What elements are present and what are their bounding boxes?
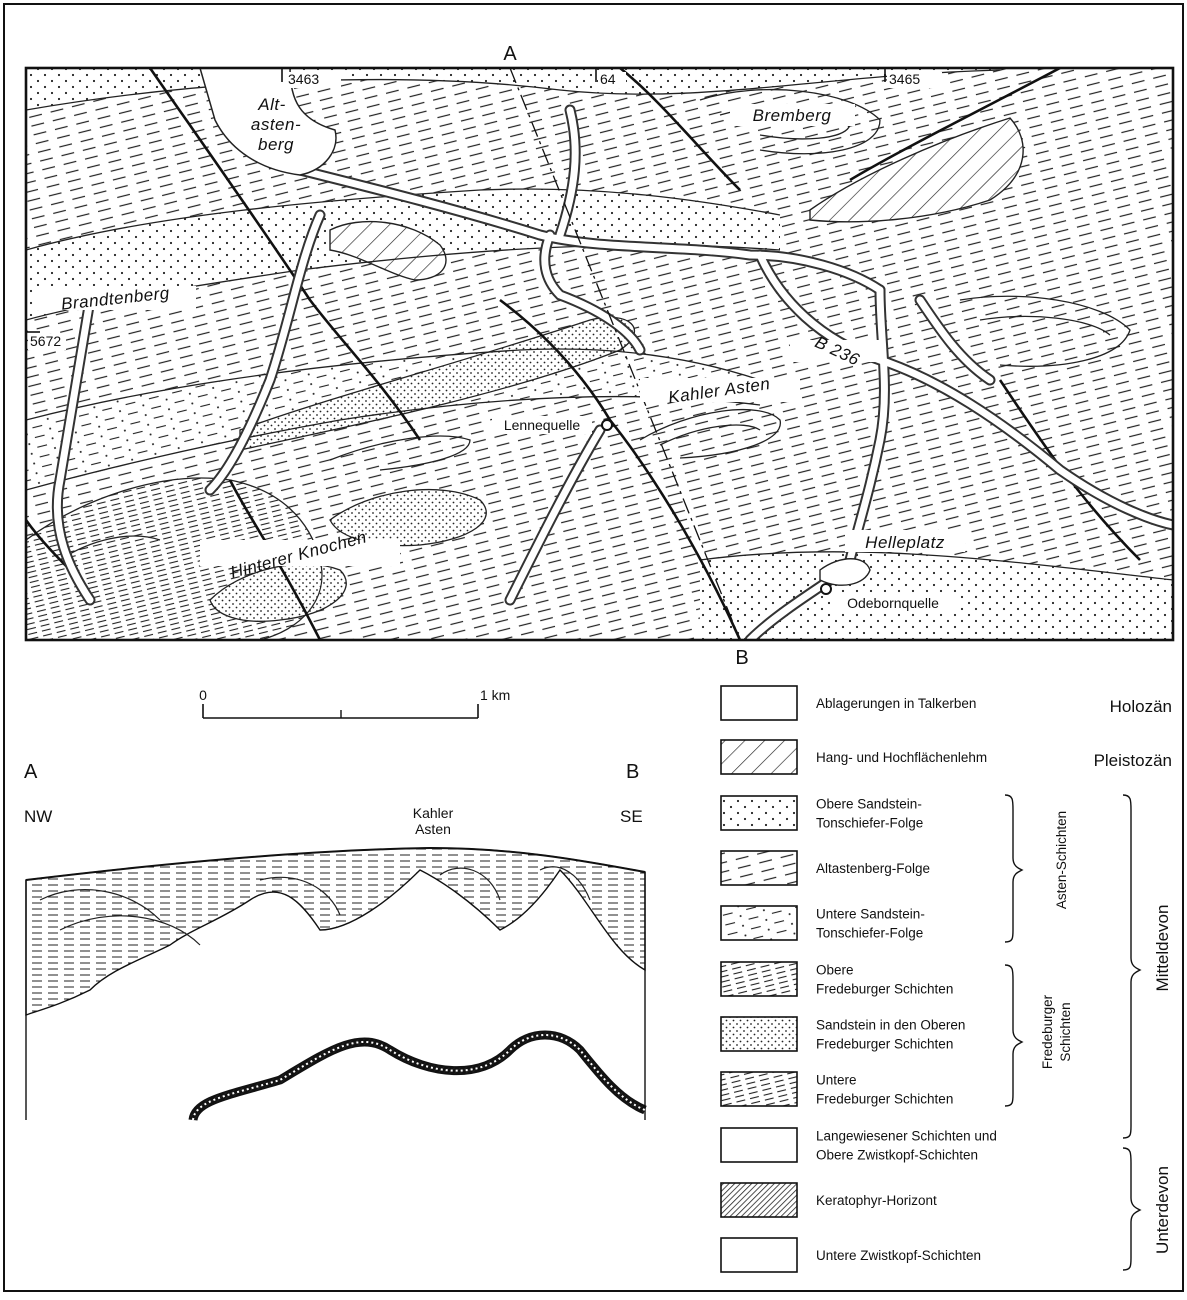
scale-bar-zero: 0 bbox=[199, 687, 207, 703]
legend-swatch-crosshatch bbox=[720, 1182, 798, 1218]
place-label-altastenberg-1: Alt- bbox=[257, 95, 286, 114]
legend-item: Keratophyr-Horizont bbox=[720, 1182, 937, 1218]
legend-label-line: Untere Sandstein- bbox=[816, 907, 925, 922]
age-unterdevon: Unterdevon bbox=[1153, 1166, 1172, 1254]
legend-label-line: Sandstein in den Oberen bbox=[816, 1018, 965, 1033]
age-mitteldevon: Mitteldevon bbox=[1153, 905, 1172, 992]
legend-label-line: Untere Zwistkopf-Schichten bbox=[816, 1248, 981, 1263]
place-label-helleplatz: Helleplatz bbox=[865, 533, 945, 552]
legend-item: Obere Sandstein- Tonschiefer-Folge bbox=[720, 795, 923, 831]
legend-label-line: Obere Sandstein- bbox=[816, 797, 922, 812]
section-peak-label-1: Kahler bbox=[413, 805, 454, 821]
grid-label-3465: 3465 bbox=[889, 71, 920, 87]
place-label-bremberg: Bremberg bbox=[753, 106, 832, 125]
grid-label-3463: 3463 bbox=[288, 71, 319, 87]
grid-label-5672: 5672 bbox=[30, 333, 61, 349]
legend-label-line: Ablagerungen in Talkerben bbox=[816, 696, 976, 711]
section-keratophyr-horizon bbox=[190, 1032, 647, 1121]
section-folded-strata bbox=[25, 847, 646, 1016]
legend-item: Ablagerungen in Talkerben bbox=[720, 685, 976, 721]
legend-label-line: Tonschiefer-Folge bbox=[816, 926, 923, 941]
legend-swatch-dashes bbox=[720, 850, 798, 886]
legend-label-line: Fredeburger Schichten bbox=[816, 982, 953, 997]
section-line-end-label: B bbox=[735, 647, 748, 669]
legend-swatch-blank bbox=[720, 1237, 798, 1273]
legend-item: Untere Zwistkopf-Schichten bbox=[720, 1237, 981, 1273]
group-fredeburger-schichten-2: Schichten bbox=[1058, 1002, 1073, 1061]
age-holozaen: Holozän bbox=[1110, 697, 1172, 716]
legend-label-line: Untere bbox=[816, 1073, 857, 1088]
place-label-lennequelle: Lennequelle bbox=[504, 417, 581, 433]
legend-label-line: Obere Zwistkopf-Schichten bbox=[816, 1148, 978, 1163]
legend-item: Hang- und Hochflächenlehm bbox=[720, 739, 987, 775]
legend-label-line: Fredeburger Schichten bbox=[816, 1037, 953, 1052]
legend-swatch-blank bbox=[720, 685, 798, 721]
scale-bar-one-km: 1 km bbox=[480, 687, 510, 703]
legend-braces bbox=[1004, 794, 1142, 1271]
grid-label-64: 64 bbox=[600, 71, 616, 87]
legend-label-line: Obere bbox=[816, 963, 854, 978]
legend-swatch-blank bbox=[720, 1127, 798, 1163]
map-panel: A B 3463 64 3465 5672 Alt- asten- berg B… bbox=[24, 43, 1175, 669]
group-asten-schichten: Asten-Schichten bbox=[1054, 811, 1069, 909]
place-label-altastenberg-2: asten- bbox=[251, 115, 301, 134]
lennequelle-spring-marker bbox=[601, 419, 613, 431]
legend-swatch-densedash bbox=[720, 961, 798, 997]
legend-label-line: Altastenberg-Folge bbox=[816, 861, 930, 876]
place-label-odebornquelle: Odebornquelle bbox=[847, 595, 939, 611]
scale-bar: 0 1 km bbox=[199, 687, 510, 719]
place-label-altastenberg-3: berg bbox=[258, 135, 294, 154]
cross-section: A B NW SE Kahler Asten bbox=[24, 761, 647, 1122]
section-right-end-label: B bbox=[626, 761, 639, 783]
section-topography bbox=[25, 846, 646, 881]
legend-label-line: Keratophyr-Horizont bbox=[816, 1193, 937, 1208]
legend-swatch-dashdots bbox=[720, 905, 798, 941]
legend-item: Altastenberg-Folge bbox=[720, 850, 930, 886]
legend-label-line: Langewiesener Schichten und bbox=[816, 1129, 997, 1144]
legend-swatch-dots bbox=[720, 795, 798, 831]
section-peak-label-2: Asten bbox=[415, 821, 451, 837]
legend-label-line: Hang- und Hochflächenlehm bbox=[816, 750, 987, 765]
legend-item: Untere Sandstein- Tonschiefer-Folge bbox=[720, 905, 925, 941]
legend-swatch-densedash bbox=[720, 1071, 798, 1107]
odebornquelle-spring-marker bbox=[820, 583, 832, 595]
legend-label-line: Tonschiefer-Folge bbox=[816, 816, 923, 831]
section-right-direction: SE bbox=[620, 807, 643, 826]
section-line-start-label: A bbox=[503, 43, 517, 65]
legend-label-line: Fredeburger Schichten bbox=[816, 1092, 953, 1107]
section-left-direction: NW bbox=[24, 807, 52, 826]
outer-frame bbox=[3, 3, 1184, 1292]
legend-swatch-densedots bbox=[720, 1016, 798, 1052]
section-left-end-label: A bbox=[24, 761, 38, 783]
age-pleistozaen: Pleistozän bbox=[1094, 751, 1172, 770]
group-fredeburger-schichten-1: Fredeburger bbox=[1040, 994, 1055, 1069]
map-border bbox=[24, 66, 1175, 642]
legend-swatch-hatch bbox=[720, 739, 798, 775]
